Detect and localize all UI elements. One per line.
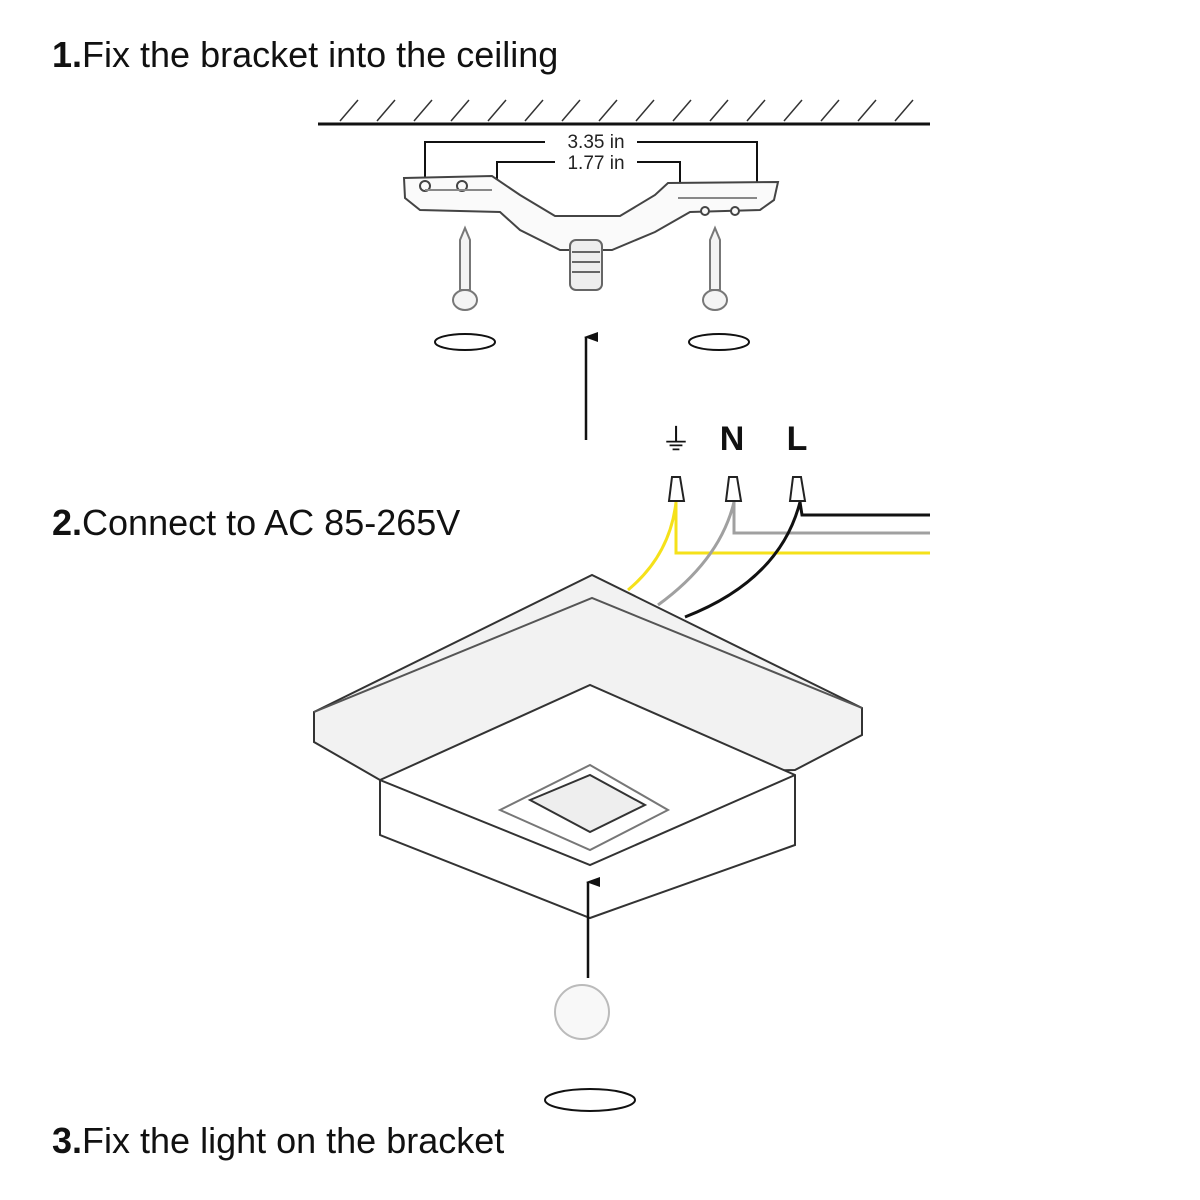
step-number: 1.: [52, 34, 83, 75]
hatch-mark: [746, 99, 766, 122]
step-text: Connect to AC 85-265V: [82, 502, 461, 543]
hatch-mark: [339, 99, 359, 122]
step-text: Fix the bracket into the ceiling: [82, 34, 559, 75]
ground-symbol-icon: ⏚: [661, 424, 691, 457]
rotate-icon: [434, 333, 496, 351]
screw-right: [702, 225, 728, 311]
hatch-mark: [561, 99, 581, 122]
hatch-mark: [672, 99, 692, 122]
hatch-mark: [450, 99, 470, 122]
light-bulb-icon: [554, 984, 610, 1040]
hatch-mark: [376, 99, 396, 122]
dimension-inner: 1.77 in: [567, 153, 624, 174]
live-label: L: [787, 420, 808, 458]
mounting-bracket: [402, 174, 780, 251]
hatch-mark: [709, 99, 729, 122]
hatch-mark: [524, 99, 544, 122]
hatch-mark: [894, 99, 914, 122]
hatch-mark: [487, 99, 507, 122]
hatch-mark: [857, 99, 877, 122]
step-1-title: 1.Fix the bracket into the ceiling: [52, 34, 558, 76]
ceiling: [318, 99, 930, 126]
step-number: 2.: [52, 502, 83, 543]
screw-left: [452, 225, 478, 311]
hatch-mark: [783, 99, 803, 122]
neutral-label: N: [720, 420, 745, 458]
hatch-mark: [635, 99, 655, 122]
step-3-title: 3.Fix the light on the bracket: [52, 1120, 504, 1162]
step-text: Fix the light on the bracket: [82, 1120, 505, 1161]
step-number: 3.: [52, 1120, 83, 1161]
lamp-fixture: [313, 573, 863, 920]
dimension-outer: 3.35 in: [567, 132, 624, 153]
hatch-mark: [413, 99, 433, 122]
threaded-nipple: [569, 239, 603, 291]
step-2-title: 2.Connect to AC 85-265V: [52, 502, 460, 544]
hatch-mark: [820, 99, 840, 122]
wires: [627, 501, 930, 619]
hatch-mark: [598, 99, 618, 122]
rotate-icon: [544, 1088, 636, 1112]
rotate-icon: [688, 333, 750, 351]
wire-connectors: [667, 476, 807, 502]
